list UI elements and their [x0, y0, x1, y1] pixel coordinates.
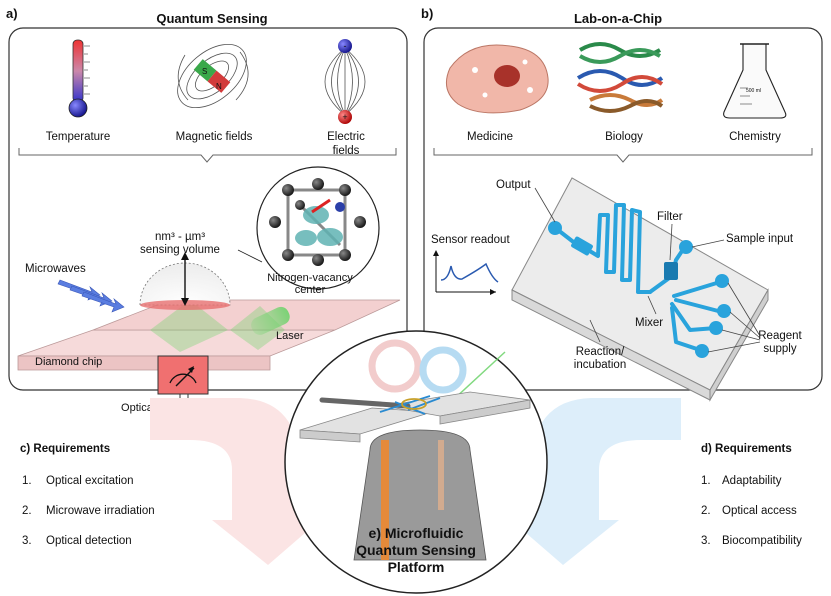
panel-b-brace — [433, 148, 813, 163]
flask-mark: 500 ml — [746, 88, 761, 94]
svg-text:+: + — [342, 112, 347, 122]
blue-curved-arrow — [511, 398, 681, 565]
panel-c-item-3-num: 3. — [22, 535, 32, 547]
wire-probe — [319, 397, 411, 409]
filter-leader — [669, 223, 673, 261]
volume-line2: sensing volume — [140, 244, 220, 256]
electric-field-icon: - + — [324, 39, 366, 124]
panel-d-item-2: Optical access — [722, 505, 797, 517]
biology-label: Biology — [605, 131, 643, 143]
panel-a-brace — [18, 148, 397, 163]
panel-c-item-3: Optical detection — [46, 535, 132, 547]
laser-beam-path — [150, 300, 228, 352]
sensor-plot — [433, 250, 499, 295]
diamond-chip-label: Diamond chip — [35, 356, 102, 368]
thermometer-icon — [68, 39, 90, 118]
sensor-readout-label: Sensor readout — [431, 234, 510, 246]
reaction-leader — [589, 319, 601, 343]
pink-ring-icon — [368, 339, 422, 393]
panel-d-item-1-num: 1. — [701, 475, 711, 487]
antenna-loop — [401, 398, 427, 410]
reaction-line2: incubation — [574, 359, 626, 371]
reagent-line1: Reagent — [758, 330, 802, 342]
output-label: Output — [496, 179, 531, 191]
nv-lattice — [269, 178, 366, 266]
mixer-label: Mixer — [635, 317, 663, 329]
detector-icon — [157, 355, 209, 402]
medicine-label: Medicine — [467, 131, 513, 143]
zoom-line — [237, 249, 263, 263]
svg-text:N: N — [216, 82, 222, 91]
panel-e-line2: Quantum Sensing — [356, 542, 476, 558]
temperature-label: Temperature — [46, 131, 111, 143]
panel-d: d) Requirements 1. Adaptability 2. Optic… — [701, 443, 802, 547]
microwave-arrows — [57, 279, 125, 313]
panel-a-title: Quantum Sensing — [156, 11, 267, 26]
orange-beam — [381, 440, 389, 560]
nv-label-line2: center — [295, 284, 326, 296]
reagent-leaders — [707, 282, 761, 353]
svg-text:-: - — [344, 41, 347, 51]
blue-ring-icon — [419, 346, 467, 394]
panel-c-item-2: Microwave irradiation — [46, 505, 155, 517]
magnetic-fields-label: Magnetic fields — [176, 131, 253, 143]
sample-input-label: Sample input — [726, 233, 794, 245]
laser-label: Laser — [276, 330, 304, 342]
panel-c: c) Requirements 1. Optical excitation 2.… — [20, 443, 155, 547]
output-leader — [534, 187, 556, 223]
magnet-icon: S N — [177, 43, 249, 109]
channel-ports — [548, 221, 731, 358]
microwaves-label: Microwaves — [25, 263, 86, 275]
panel-b-letter: b) — [421, 6, 433, 21]
panel-b: b) Lab-on-a-Chip Medicine Biology — [421, 6, 823, 402]
panel-c-title: c) Requirements — [20, 443, 110, 455]
nv-label-line1: Nitrogen-vacancy — [267, 272, 353, 284]
svg-text:S: S — [202, 67, 207, 76]
dna-icon — [576, 42, 664, 113]
panel-d-item-3: Biocompatibility — [722, 535, 802, 547]
panel-d-title: d) Requirements — [701, 443, 792, 455]
pink-curved-arrow — [150, 398, 320, 565]
panel-e-line1: e) Microfluidic — [369, 525, 464, 541]
panel-c-item-2-num: 2. — [22, 505, 32, 517]
sample-input-leader — [691, 239, 725, 248]
panel-c-item-1: Optical excitation — [46, 475, 134, 487]
panel-d-item-2-num: 2. — [701, 505, 711, 517]
panel-b-title: Lab-on-a-Chip — [574, 11, 662, 26]
laser-beam — [251, 306, 290, 335]
reaction-line1: Reaction/ — [576, 346, 625, 358]
cell-icon — [445, 44, 549, 114]
reagent-line2: supply — [763, 343, 796, 355]
electric-label-line2: fields — [333, 145, 360, 157]
electric-label-line1: Electric — [327, 131, 365, 143]
panel-b-frame — [423, 27, 823, 391]
panel-c-item-1-num: 1. — [22, 475, 32, 487]
panel-d-item-3-num: 3. — [701, 535, 711, 547]
panel-a-letter: a) — [6, 6, 18, 21]
panel-e-line3: Platform — [388, 559, 445, 575]
panel-d-item-1: Adaptability — [722, 475, 782, 487]
orange-beam-2 — [438, 440, 444, 510]
flask-icon — [723, 43, 787, 119]
mixer-leader — [647, 295, 657, 315]
filter-label: Filter — [657, 211, 683, 223]
volume-line1: nm³ - µm³ — [155, 231, 205, 243]
panel-e: e) Microfluidic Quantum Sensing Platform — [284, 330, 548, 594]
chemistry-label: Chemistry — [729, 131, 781, 143]
